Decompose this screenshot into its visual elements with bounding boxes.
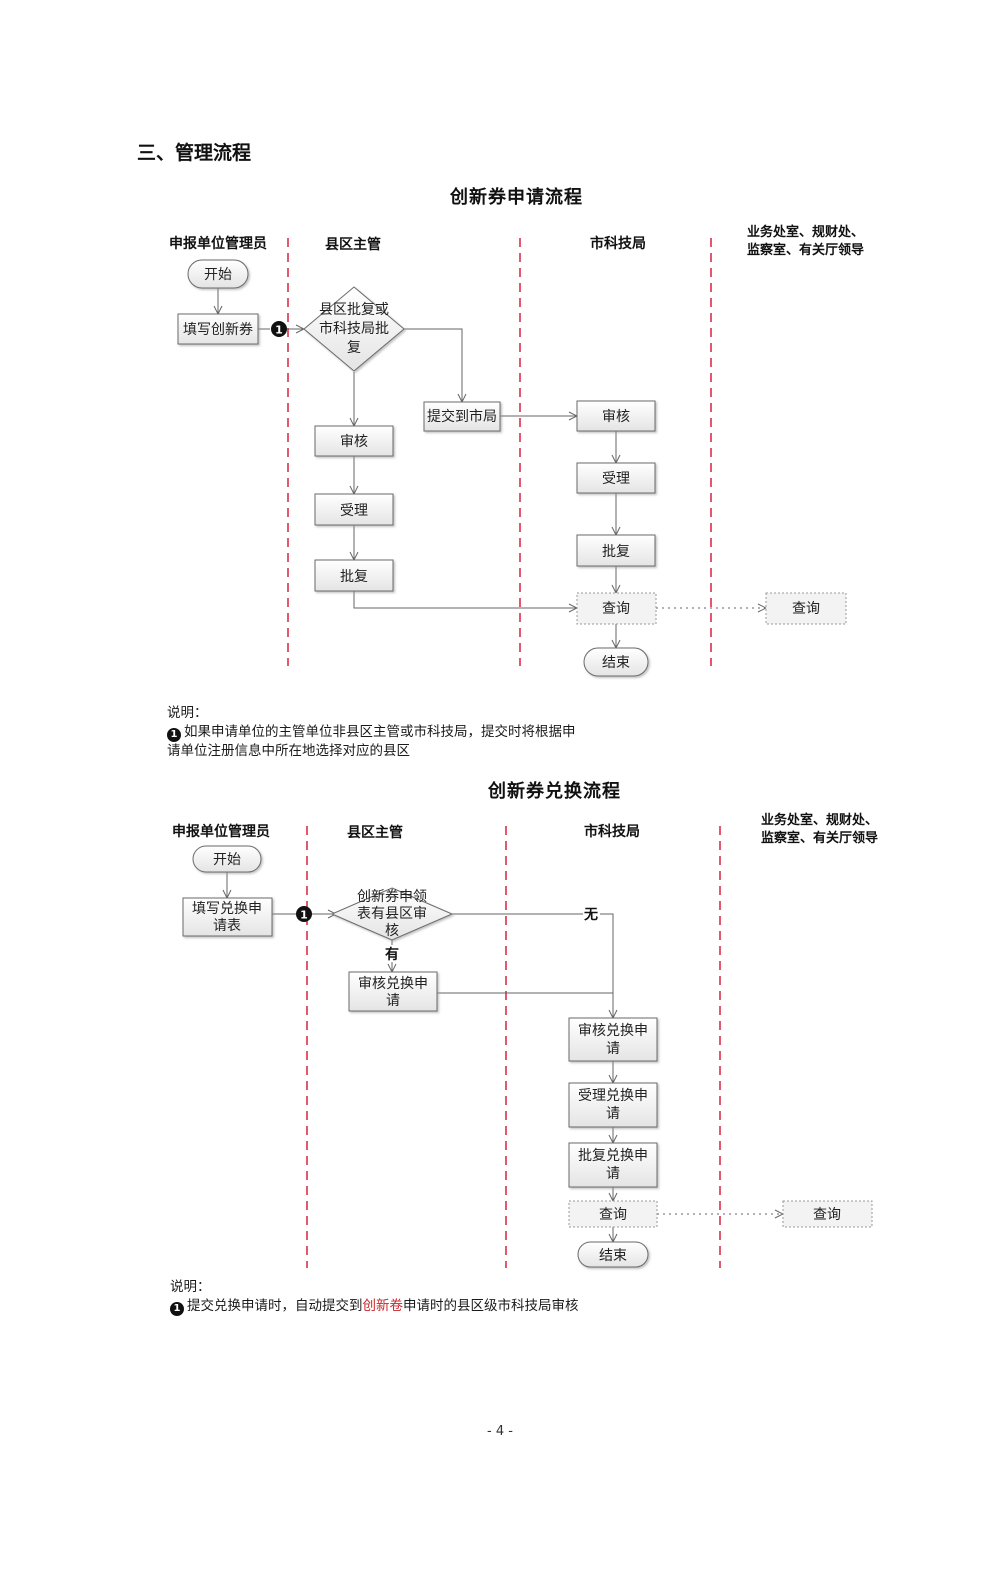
flow1-lane-dividers [287,238,712,666]
flow2-connectors [227,872,783,1242]
flow2-decision-line1: 创新券申领 [357,889,427,905]
flow1-query-label: 查询 [602,601,630,617]
flow2-lane-leaders: 业务处室、规财处、 监察室、有关厅领导 [761,812,921,848]
flow1-lane-leaders-line1: 业务处室、规财处、 [747,225,865,240]
flow1-city-approve-label: 批复 [602,543,630,560]
flow1-start-label: 开始 [204,267,232,283]
flow1-lane-county: 县区主管 [325,237,381,253]
flow1-node-query: 查询 [576,592,657,625]
flow1-node-city-accept: 受理 [576,462,656,494]
flow2-fill-line2: 请表 [213,918,241,934]
flow1-marker-1: 1 [271,321,287,337]
flow2-lane-city: 市科技局 [584,824,640,840]
flow2-node-query: 查询 [568,1200,658,1228]
flow2-fill-line1: 填写兑换申 [192,900,262,917]
flow2-note-post: 申请时的县区级市科技局审核 [403,1298,579,1314]
flow1-node-decision: 县区批复或 市科技局批 复 [303,286,405,372]
flow2-start-label: 开始 [213,852,241,868]
flow2-lane-leaders-line2: 监察室、有关厅领导 [761,831,879,846]
flow2-city-accept-line1: 受理兑换申 [578,1087,648,1104]
flow1-query-leader-label: 查询 [792,601,820,617]
flow1-note-text1: 如果申请单位的主管单位非县区主管或市科技局，提交时将根据申 [184,724,576,740]
flow1-connectors [218,288,766,648]
flow2-note-title: 说明： [170,1279,211,1295]
flow1-edge-approve-query [353,591,577,608]
flow2-node-city-review: 审核兑换申 请 [568,1017,658,1062]
flow2-note-pre: 提交兑换申请时，自动提交到 [187,1298,363,1314]
note-marker-icon: 1 [170,1302,184,1316]
flow2-marker-label: 1 [300,909,308,922]
flow2-query-leader-label: 查询 [813,1207,841,1223]
flow2-lane-county: 县区主管 [347,825,403,841]
flow2-node-decision: 创新券申领 表有县区审 核 [330,887,454,941]
flow2-query-label: 查询 [599,1207,627,1223]
flow2-node-query-leader: 查询 [782,1200,873,1228]
flow1-end-label: 结束 [602,655,630,671]
flow1-lane-applicant: 申报单位管理员 [169,236,267,252]
flow2-city-review-line1: 审核兑换申 [578,1022,648,1039]
flow2-county-review-line1: 审核兑换申 [358,975,428,992]
flow1-county-review-label: 审核 [340,434,368,450]
flow1-decision-line2: 市科技局批 [319,320,389,337]
flow1-marker-label: 1 [275,324,283,337]
flow2-city-approve-line1: 批复兑换申 [578,1147,648,1164]
flow1-lane-leaders-line2: 监察室、有关厅领导 [747,243,865,258]
flow2-node-end: 结束 [577,1241,649,1268]
flow2-lane-leaders-line1: 业务处室、规财处、 [761,813,879,828]
flow1-city-review-label: 审核 [602,409,630,425]
page-number: - 4 - [487,1424,513,1439]
flow2-county-review-line2: 请 [386,993,400,1009]
flow1-lane-leaders: 业务处室、规财处、 监察室、有关厅领导 [747,224,907,260]
flow1-node-end: 结束 [583,647,649,677]
flow1-node-county-approve: 批复 [314,559,394,592]
note-marker-icon: 1 [167,728,181,742]
flow1-county-approve-label: 批复 [340,568,368,585]
section-heading: 三、管理流程 [137,142,252,164]
flow2-city-accept-line2: 请 [606,1106,620,1122]
flow2-decision-line3: 核 [385,923,399,939]
flow2-branch-no-label: 无 [583,907,598,923]
flow2-marker-1: 1 [296,906,312,922]
flow2-node-start: 开始 [192,845,262,873]
flow1-node-fill: 填写创新券 [177,313,259,345]
flow1-submit-label: 提交到市局 [427,408,497,425]
flow2-end-label: 结束 [599,1248,627,1264]
flow1-decision-line3: 复 [347,339,361,356]
flow2-edge-no-cityreview [600,913,613,1018]
flow2-node-city-approve: 批复兑换申 请 [568,1142,658,1188]
flow2-city-approve-line2: 请 [606,1166,620,1182]
flow2-node-county-review: 审核兑换申 请 [348,971,438,1012]
flow2-note-highlight: 创新卷 [362,1298,404,1314]
flow1-node-query-leader: 查询 [765,592,847,625]
flow1-node-submit: 提交到市局 [423,401,501,432]
flow1-edge-decision-submit [404,328,462,402]
flow1-node-county-review: 审核 [314,425,394,457]
flow1-decision-line1: 县区批复或 [319,301,389,318]
flow1-title: 创新券申请流程 [450,187,583,208]
flow1-lane-city: 市科技局 [590,236,646,252]
flow1-fill-label: 填写创新券 [183,322,253,338]
flow2-node-fill: 填写兑换申 请表 [182,897,273,937]
flow2-decision-line2: 表有县区审 [357,906,427,922]
flow2-lane-dividers [306,826,721,1268]
flow1-node-county-accept: 受理 [314,493,394,526]
flow2-lane-applicant: 申报单位管理员 [172,824,270,840]
flow2-node-city-accept: 受理兑换申 请 [568,1082,658,1128]
flow1-note-line2: 请单位注册信息中所在地选择对应的县区 [167,743,410,759]
flow1-node-city-approve: 批复 [576,534,656,567]
flow1-county-accept-label: 受理 [340,503,368,519]
flow1-node-start: 开始 [187,259,249,289]
flow2-title: 创新券兑换流程 [488,781,621,802]
flow1-city-accept-label: 受理 [602,471,630,487]
flow1-node-city-review: 审核 [576,400,656,432]
flow1-note-title: 说明： [167,705,208,721]
flow2-city-review-line2: 请 [606,1041,620,1057]
flow2-branch-yes-label: 有 [385,946,399,963]
